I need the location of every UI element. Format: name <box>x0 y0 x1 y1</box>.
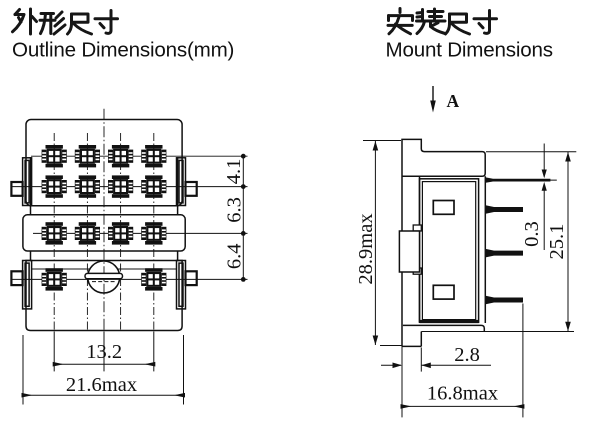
svg-text:28.9max: 28.9max <box>355 213 377 284</box>
svg-text:A: A <box>447 91 460 111</box>
svg-text:21.6max: 21.6max <box>66 374 137 396</box>
svg-text:16.8max: 16.8max <box>427 383 498 405</box>
svg-text:4.1: 4.1 <box>223 159 245 185</box>
svg-text:2.8: 2.8 <box>454 344 480 366</box>
svg-text:Outline Dimensions(mm): Outline Dimensions(mm) <box>12 39 234 62</box>
svg-text:6.4: 6.4 <box>224 243 246 269</box>
svg-text:6.3: 6.3 <box>224 197 246 223</box>
svg-text:0.3: 0.3 <box>521 221 543 247</box>
svg-text:Mount Dimensions: Mount Dimensions <box>386 39 553 62</box>
svg-text:13.2: 13.2 <box>86 341 122 363</box>
svg-text:25.1: 25.1 <box>546 224 568 260</box>
